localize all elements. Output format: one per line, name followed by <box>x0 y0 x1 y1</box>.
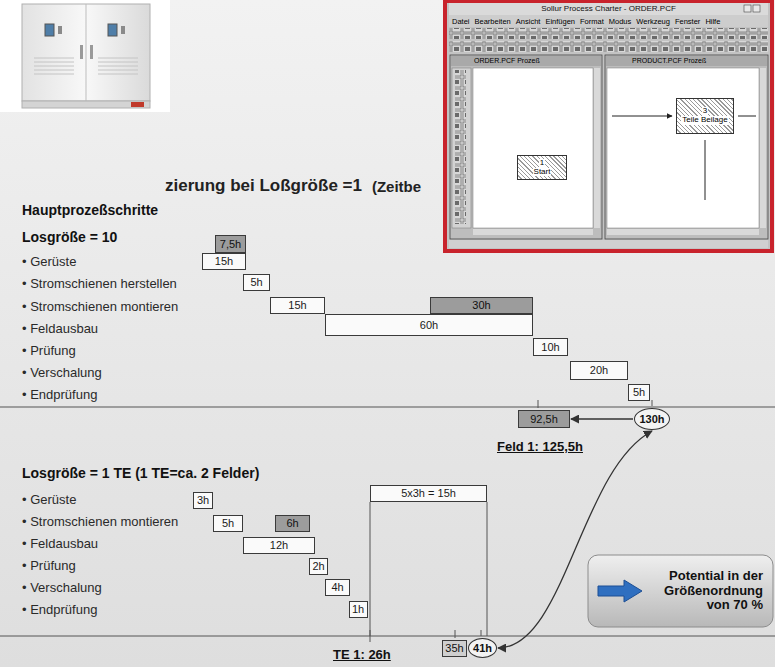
menu-item: Werkzeug <box>636 17 670 26</box>
time-bar: 5h <box>628 384 650 401</box>
list-item: • Feldausbau <box>22 536 98 551</box>
node-text: 1h <box>352 603 364 616</box>
time-bar: 1h <box>349 601 368 618</box>
time-bar: 5h <box>213 515 243 532</box>
section-heading: Hauptprozeßschritte <box>22 202 158 218</box>
time-axes <box>0 400 775 642</box>
node-text: 15h <box>288 299 306 312</box>
node-text: 5h <box>222 517 234 530</box>
total-ellipse: 41h <box>468 638 497 658</box>
window-title: Sollur Process Charter - ORDER.PCF <box>449 4 768 13</box>
node-text: 4h <box>331 581 343 594</box>
time-bar: 10h <box>533 338 568 356</box>
node-text: Teile Beilage <box>681 116 728 125</box>
node-text: 60h <box>420 319 438 332</box>
node-text: 5x3h = 15h <box>401 487 456 500</box>
node-text: 92,5h <box>530 413 558 426</box>
list-item: • Endprüfung <box>22 387 97 402</box>
section-heading: Losgröße = 1 TE (1 TE=ca. 2 Felder) <box>22 465 259 481</box>
list-item: • Stromschienen montieren <box>22 299 178 314</box>
time-bar: 12h <box>243 537 315 554</box>
node-text: 7,5h <box>220 238 241 251</box>
node-text: Start <box>533 168 552 177</box>
total-circle: 130h <box>634 408 670 430</box>
node-text: 30h <box>472 299 490 312</box>
list-item: • Stromschienen montieren <box>22 514 178 529</box>
menu-item: Format <box>580 17 604 26</box>
title-fragment: (Zeitbe <box>372 178 421 195</box>
menu-item: Hilfe <box>705 17 720 26</box>
total-label: TE 1: 26h <box>333 647 391 662</box>
subwindow-title: ORDER.PCF Prozeß <box>474 57 540 64</box>
list-item: • Verschalung <box>22 365 102 380</box>
total-box: 92,5h <box>518 410 570 428</box>
list-item: • Endprüfung <box>22 602 97 617</box>
time-bar: 5x3h = 15h <box>370 485 487 502</box>
node-text: 12h <box>270 539 288 552</box>
callout-box: Potential in der Größenordnung von 70 % <box>588 555 773 627</box>
total-box: 35h <box>442 640 467 657</box>
list-item: • Feldausbau <box>22 321 98 336</box>
total-label: Feld 1: 125,5h <box>497 439 583 454</box>
node-text: 6h <box>286 517 298 530</box>
time-bar: 3h <box>193 492 213 509</box>
time-bar: 6h <box>275 515 310 532</box>
menu-item: Fenster <box>675 17 700 26</box>
node-text: 130h <box>639 413 664 426</box>
time-bar: 60h <box>325 314 533 336</box>
switchgear-cabinet-photo <box>0 0 170 112</box>
time-bar: 4h <box>325 579 350 596</box>
slide-title: zierung bei Loßgröße =1 <box>165 176 362 196</box>
process-box: 3Teile Beilage <box>676 98 734 134</box>
connector-arrow <box>571 418 633 419</box>
node-text: Potential in der Größenordnung von 70 % <box>650 569 763 614</box>
node-text: 10h <box>541 341 559 354</box>
time-bar: 15h <box>270 297 325 314</box>
list-item: • Gerüste <box>22 254 76 269</box>
list-item: • Verschalung <box>22 580 102 595</box>
menu-item: Datei <box>452 17 470 26</box>
node-text: 3 <box>702 107 708 116</box>
connector-arrow <box>498 431 652 648</box>
node-text: 41h <box>473 642 492 655</box>
node-text: 35h <box>445 642 463 655</box>
process-box: 1Start <box>517 155 567 180</box>
software-screenshot <box>445 1 772 251</box>
time-bar: 30h <box>430 297 533 314</box>
list-item: • Stromschienen herstellen <box>22 276 177 291</box>
time-bar: 15h <box>202 253 246 270</box>
time-bar: 7,5h <box>215 235 246 253</box>
menu-item: Modus <box>609 17 632 26</box>
menu-item: Bearbeiten <box>475 17 511 26</box>
menu-bar: Datei Bearbeiten Ansicht Einfügen Format Modu… <box>452 17 720 26</box>
section-heading: Losgröße = 10 <box>22 229 117 245</box>
node-text: 1 <box>539 159 545 168</box>
node-text: 5h <box>633 386 645 399</box>
time-bar: 5h <box>243 274 270 291</box>
menu-item: Einfügen <box>545 17 575 26</box>
callout-background <box>588 555 773 627</box>
node-text: 20h <box>590 364 608 377</box>
node-text: 2h <box>312 560 324 573</box>
node-text: 15h <box>215 255 233 268</box>
list-item: • Gerüste <box>22 492 76 507</box>
node-text: 5h <box>250 276 262 289</box>
subwindow-title: PRODUCT.PCF Prozeß <box>632 57 706 64</box>
time-bar: 20h <box>570 361 628 380</box>
time-bar: 2h <box>309 558 328 575</box>
list-item: • Prüfung <box>22 558 76 573</box>
node-text: 3h <box>197 494 209 507</box>
list-item: • Prüfung <box>22 343 76 358</box>
menu-item: Ansicht <box>516 17 541 26</box>
